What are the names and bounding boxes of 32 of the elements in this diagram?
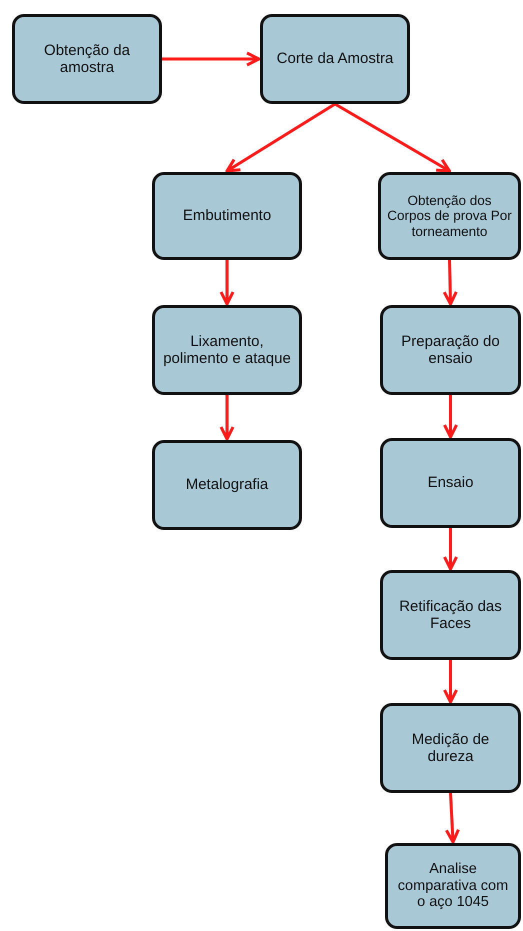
step-label: Retificação das Faces xyxy=(398,598,503,632)
step-label: Ensaio xyxy=(428,474,474,492)
arrow xyxy=(443,395,458,438)
arrow xyxy=(443,528,458,570)
process-box xyxy=(152,172,302,260)
process-box xyxy=(380,438,521,528)
step-label: Metalografia xyxy=(186,476,268,494)
step-label: Embutimento xyxy=(182,207,272,225)
process-box xyxy=(380,703,521,793)
process-box xyxy=(378,172,521,260)
process-box xyxy=(260,14,410,104)
arrow xyxy=(444,792,460,844)
arrow xyxy=(220,260,234,306)
arrow xyxy=(226,102,336,172)
process-box xyxy=(385,843,521,929)
process-box xyxy=(152,440,302,530)
arrow xyxy=(334,102,451,172)
arrow xyxy=(442,260,458,306)
step-label: Lixamento, polimento e ataque xyxy=(162,332,292,368)
arrow xyxy=(162,52,260,66)
step-label: Obtenção dos Corpos de prova Por torneamento xyxy=(386,192,513,240)
step-label: Obtenção da amostra xyxy=(43,42,131,76)
process-box xyxy=(380,305,521,395)
process-box xyxy=(380,570,521,660)
step-label: Preparação do ensaio xyxy=(400,332,501,368)
arrow xyxy=(220,395,234,440)
step-label: Corte da Amostra xyxy=(276,50,394,68)
step-label: Analise comparativa com o aço 1045 xyxy=(396,860,510,911)
process-box xyxy=(12,14,162,104)
step-label: Medição de dureza xyxy=(410,730,490,766)
arrow xyxy=(443,660,458,704)
process-box xyxy=(152,305,302,395)
